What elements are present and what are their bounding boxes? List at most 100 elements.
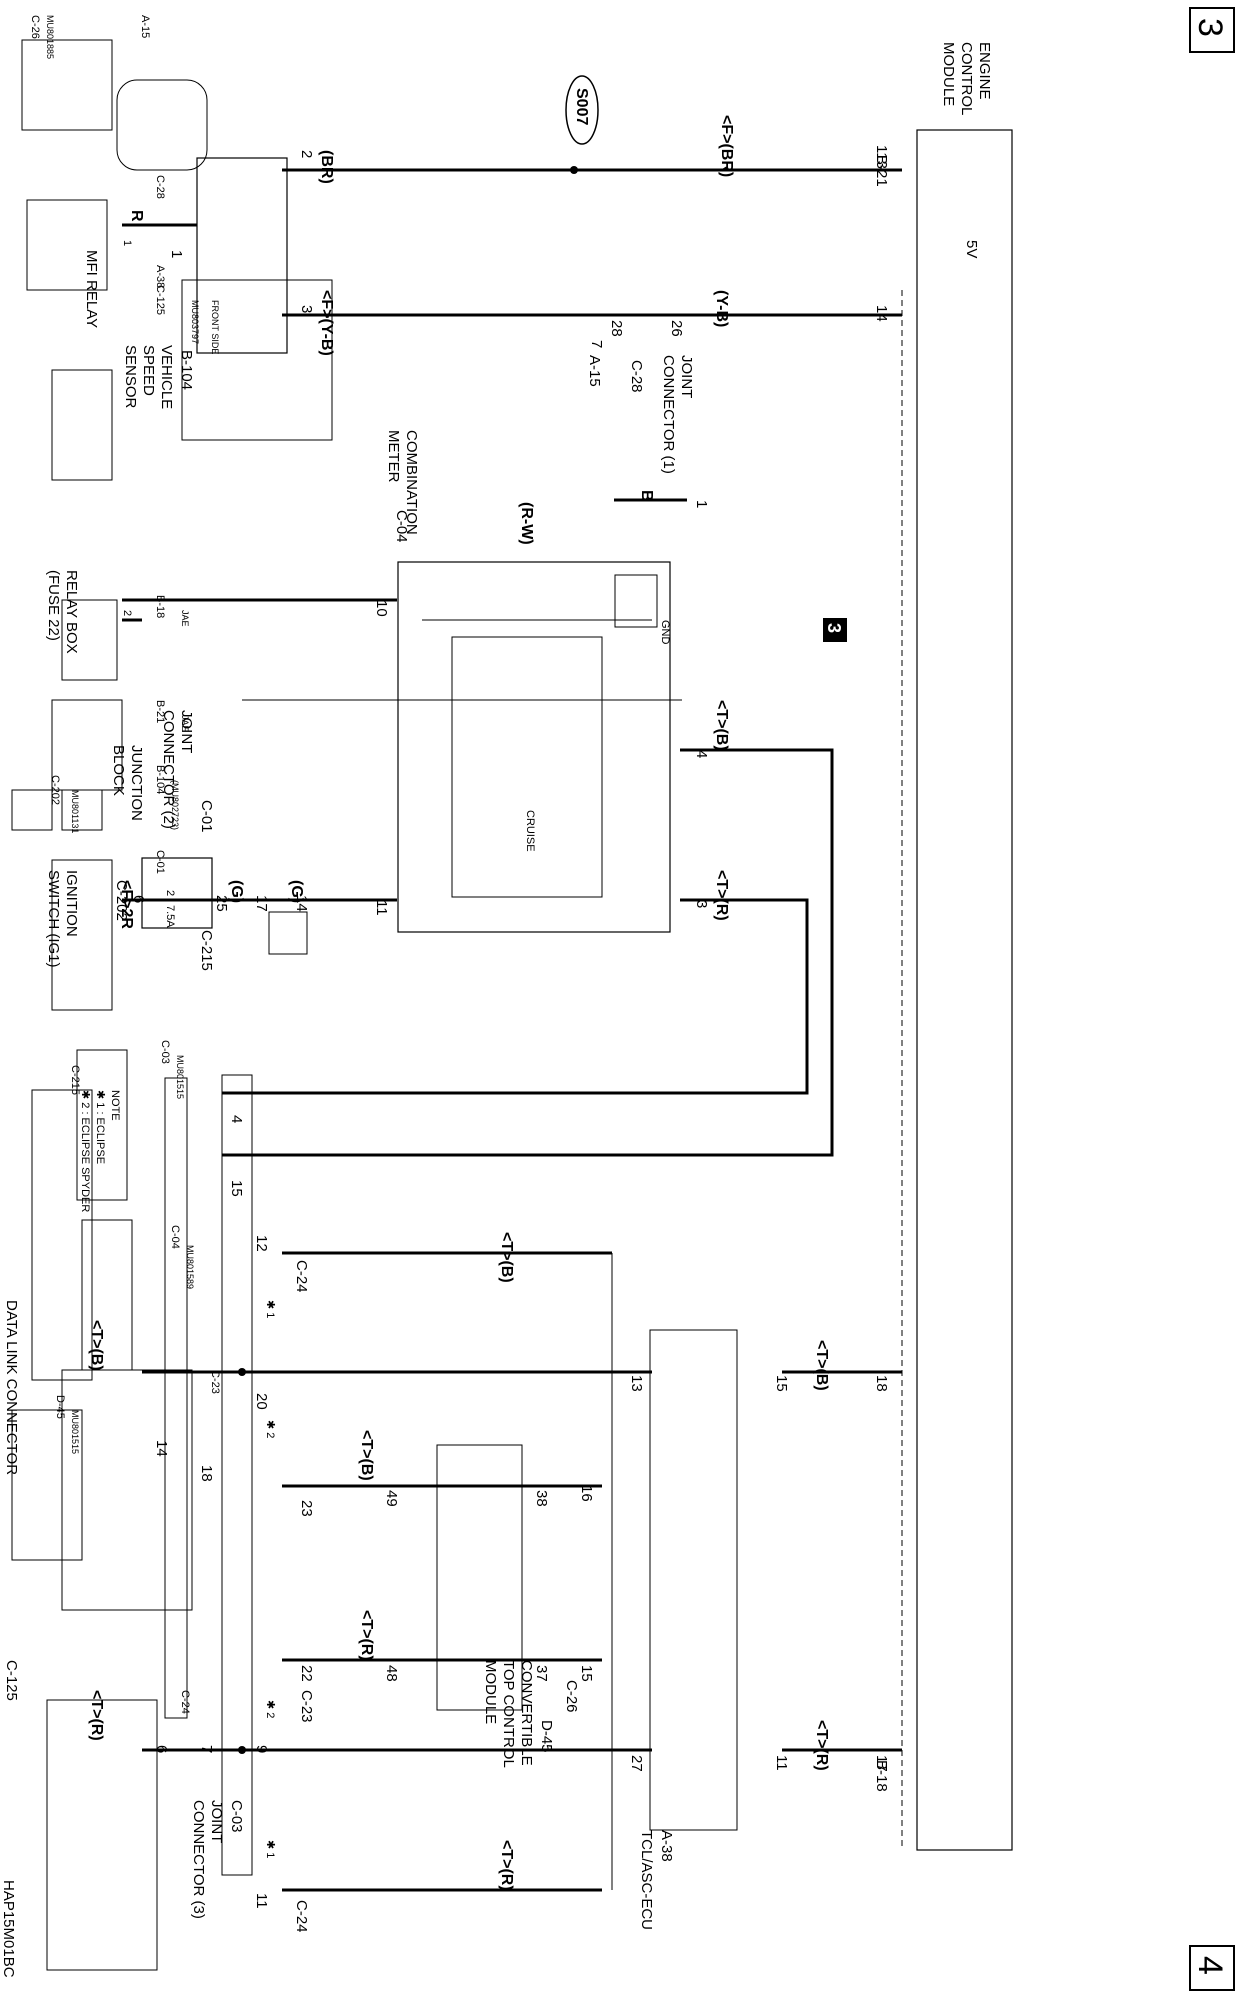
splice-dots	[238, 166, 578, 1754]
pin-dlc-15: 15	[228, 1180, 245, 1197]
conn-view-a15-label: A-15	[139, 15, 151, 38]
conn-view-c125-label: C-125	[154, 285, 166, 315]
wire-label-r-w: (R-W)	[518, 502, 535, 545]
ecm-conn-b18: B-18	[873, 1760, 890, 1792]
ctcm-conn: D-45	[538, 1720, 555, 1753]
conn-view-c26-label: C-26	[29, 15, 41, 39]
pin-jb-25: 25	[213, 895, 230, 912]
connector-views: C-26 MU801885 A-15 C-28 A-38 C-125 MU803…	[11, 15, 333, 1971]
conn-view-c125-side: FRONT SIDE	[210, 300, 220, 354]
pin-jc1-26: 26	[668, 320, 685, 337]
conn-view-c28-label: C-28	[154, 175, 166, 199]
wire-label-meter-t-b: <T>(B)	[713, 700, 730, 751]
tcl-label: TCL/ASC-ECU	[638, 1830, 655, 1930]
meter-conn: C-04	[393, 510, 410, 543]
s007-ellipse	[565, 75, 599, 145]
conn-view-c125-code: MU803797	[190, 300, 200, 344]
conn-view-c26	[21, 39, 113, 131]
pin-jc2-14: 14	[293, 895, 310, 912]
cruise-module-box	[451, 636, 603, 898]
pin-a15-7: 7	[588, 340, 605, 348]
conn-view-c01-label: C-01	[154, 850, 166, 874]
conn-view-c03	[76, 1049, 128, 1201]
vss-label-3: SENSOR	[122, 345, 139, 409]
splice-jc3-r	[238, 1746, 246, 1754]
mfi-relay-label: MFI RELAY	[83, 250, 100, 328]
jc3-conn: C-03	[228, 1800, 245, 1833]
wire-label-meter-t-r: <T>(R)	[713, 870, 730, 921]
conn-view-c04-label: C-04	[169, 1225, 181, 1249]
cruise-label: CRUISE	[524, 810, 536, 852]
conn-view-c215-label: C-215	[69, 1065, 81, 1095]
wire-label-c24-t-r: <T>(R)	[498, 1840, 515, 1891]
wire-meter-3	[222, 898, 809, 1095]
pin-meter-10: 10	[373, 600, 390, 617]
splice-jc3-b	[238, 1368, 246, 1376]
conn-view-d45-label: D-45	[54, 1395, 66, 1419]
ground-ref-number: 3	[824, 623, 844, 633]
wire-label-ecm-t-b: <T>(B)	[813, 1340, 830, 1391]
pin-meter-3: 3	[693, 900, 710, 908]
conn-view-c26-code: MU801885	[45, 15, 55, 59]
ignition-label-1: IGNITION	[63, 870, 80, 937]
gnd-label: GND	[659, 620, 671, 645]
tcl-box	[649, 1329, 738, 1831]
splice-s007	[570, 166, 578, 174]
pin-c24-11: 11	[253, 1893, 270, 1909]
pin-dlc-14: 14	[153, 1440, 170, 1457]
thin-wires	[242, 290, 903, 1890]
jc3-label-1: JOINT	[208, 1800, 225, 1843]
jc3-box	[221, 1074, 253, 1876]
wire-meter-4	[222, 748, 834, 1157]
pin-jc3-18: 18	[198, 1465, 215, 1482]
star-2-right: ✱ 2	[264, 1700, 276, 1718]
junction-block-label-1: JUNCTION	[128, 745, 145, 821]
conn-view-b104-label: B-104	[154, 765, 166, 794]
vss-label-1: VEHICLE	[158, 345, 175, 409]
vss-label-2: SPEED	[140, 345, 157, 396]
wire-label-r: R	[128, 210, 145, 222]
pin-ecm-113: 113	[873, 145, 890, 169]
ctcm-label-1: CONVERTIBLE	[518, 1660, 535, 1766]
jc1-box	[614, 574, 658, 628]
pin-ign-6: 6	[130, 895, 147, 903]
page-number-right: 4	[1191, 1956, 1229, 1975]
wire-label-y-b: (Y-B)	[713, 290, 730, 327]
jc2-box	[268, 911, 308, 955]
ecm-box	[916, 129, 1013, 1851]
meter-label-2: METER	[385, 430, 402, 483]
conn-view-c01	[51, 859, 113, 1011]
conn-view-a38	[181, 279, 333, 441]
pin-meter-11: 11	[373, 900, 390, 916]
conn-view-c04-code: MU801589	[185, 1245, 195, 1289]
ecm-label-3: MODULE	[940, 42, 957, 106]
dlc-label: DATA LINK CONNECTOR	[3, 1300, 20, 1475]
pin-ecm-14: 14	[873, 305, 890, 322]
pin-22: 22	[298, 1665, 315, 1682]
wire-label-ctcm-t-r: <T>(R)	[358, 1610, 375, 1661]
conn-view-c202-code: MU801131	[70, 790, 80, 833]
wire-label-ecm-t-r: <T>(R)	[813, 1720, 830, 1771]
wire-label-dlc-t-b: <T>(B)	[88, 1320, 105, 1371]
pin-vss-2: 2	[298, 150, 315, 158]
fuse-number: 2	[164, 890, 176, 896]
junction-block-label-2: BLOCK	[110, 745, 127, 796]
note-2: ✱ 2 : ECLIPSE SPYDER	[79, 1090, 91, 1212]
note-title: NOTE	[109, 1090, 121, 1121]
relay-box-label-2: (FUSE 22)	[45, 570, 62, 641]
conn-view-d45	[11, 1409, 83, 1561]
pin-ctcm-48: 48	[383, 1665, 400, 1682]
jc1-label-2: CONNECTOR (1)	[660, 355, 677, 474]
page-number-box-left	[1189, 7, 1235, 53]
conn-view-c202	[11, 789, 53, 831]
conn-view-d45-code: MU801515	[70, 1410, 80, 1454]
jc2-conn: C-01	[198, 800, 215, 833]
conn-view-b18-label: B-18	[154, 595, 166, 618]
wire-label-dlc-t-r: <T>(R)	[88, 1690, 105, 1741]
c24-conn-11: C-24	[293, 1900, 310, 1933]
page-number-box-right	[1189, 1945, 1235, 1991]
c26-conn: C-26	[563, 1680, 580, 1713]
conn-view-c03-code: MU801515	[175, 1055, 185, 1099]
